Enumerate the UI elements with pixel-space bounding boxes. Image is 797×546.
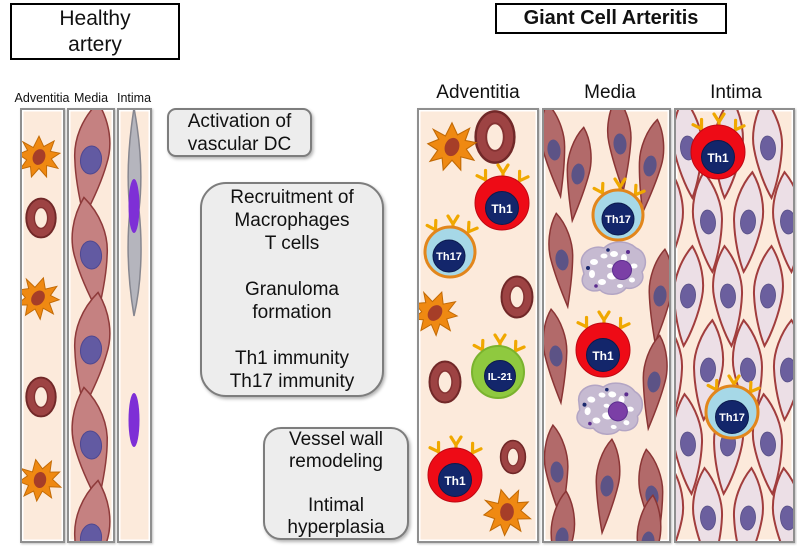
smooth-muscle-cell-icon: [604, 110, 636, 193]
th17-cell: Th17: [591, 177, 646, 242]
myofibroblast-icon: [728, 169, 768, 275]
dendritic-cell-icon: [427, 122, 477, 171]
dendritic-cell-icon: [22, 454, 63, 505]
healthy-layer-label-adventitia: Adventitia: [14, 91, 70, 105]
macrophage-icon: [573, 377, 646, 440]
smooth-muscle-cell-icon: [544, 307, 574, 405]
th17-cell: Th17: [423, 214, 479, 279]
healthy-layer-label-media: Media: [73, 91, 109, 105]
gca-adventitia-art: Th1 Th17 IL-21: [419, 110, 536, 540]
il21-cell: IL-21: [471, 333, 526, 399]
svg-text:Th1: Th1: [491, 202, 513, 216]
svg-text:IL-21: IL-21: [488, 371, 513, 383]
smooth-muscle-cell-icon: [69, 477, 113, 541]
panel-gca-adventitia: Th1 Th17 IL-21: [417, 108, 539, 543]
gca-title: Giant Cell Arteritis: [495, 3, 727, 34]
vasa-vasorum-icon: [474, 110, 516, 164]
smooth-muscle-cell-icon: [589, 437, 625, 535]
smooth-muscle-cell-icon: [642, 247, 669, 345]
myofibroblast-icon: [749, 244, 787, 348]
myofibroblast-icon: [676, 243, 708, 349]
gca-layer-label-intima: Intima: [710, 82, 762, 103]
th1-cell: Th1: [575, 310, 631, 378]
gca-title-text: Giant Cell Arteritis: [523, 7, 699, 29]
smooth-muscle-cell-icon: [69, 110, 113, 221]
panel-healthy-media: [67, 108, 115, 543]
process-box-remodeling: Vessel wall remodeling Intimal hyperplas…: [263, 427, 409, 540]
process-box-recruitment: Recruitment of Macrophages T cells Granu…: [200, 182, 384, 397]
healthy-intima-art: [127, 110, 142, 447]
process-box-activation: Activation of vascular DC: [167, 108, 312, 157]
endothelial-cell-icon: [128, 393, 140, 447]
endothelial-cell-icon: [127, 110, 142, 317]
panel-gca-intima: Th1 Th17: [674, 108, 795, 543]
gca-media-art: Th17 Th1: [544, 110, 669, 541]
vasa-vasorum-icon: [25, 197, 57, 239]
vasa-vasorum-icon: [500, 275, 534, 319]
smooth-muscle-cell-icon: [69, 384, 113, 506]
smooth-muscle-cell-icon: [636, 333, 669, 431]
gca-layer-label-adventitia: Adventitia: [436, 82, 520, 103]
th1-cell: Th1: [690, 112, 746, 180]
gca-layer-label-media: Media: [584, 82, 636, 103]
healthy-media-art: [69, 110, 113, 541]
vasa-vasorum-icon: [25, 376, 57, 418]
healthy-layer-label-intima: Intima: [116, 91, 152, 105]
svg-text:Th17: Th17: [719, 412, 745, 424]
panel-healthy-intima: [117, 108, 152, 543]
smooth-muscle-cell-icon: [69, 289, 113, 411]
smooth-muscle-cell-icon: [560, 125, 596, 223]
th1-cell: Th1: [474, 163, 530, 231]
dendritic-cell-icon: [22, 135, 61, 178]
myofibroblast-icon: [729, 466, 767, 541]
th1-cell: Th1: [427, 435, 483, 503]
healthy-artery-title: Healthy artery: [10, 3, 180, 60]
dendritic-cell-icon: [419, 284, 464, 341]
vasa-vasorum-icon: [428, 360, 462, 404]
dendritic-cell-icon: [22, 271, 63, 324]
smooth-muscle-cell-icon: [545, 489, 579, 541]
healthy-artery-title-text: Healthy artery: [59, 6, 131, 56]
svg-text:Th1: Th1: [707, 151, 729, 165]
gca-intima-art: Th1 Th17: [676, 110, 793, 541]
smooth-muscle-cell-icon: [544, 211, 580, 309]
process-box-activation-text: Activation of vascular DC: [187, 110, 292, 155]
svg-text:Th1: Th1: [592, 349, 614, 363]
panel-healthy-adventitia: [20, 108, 65, 543]
vasa-vasorum-icon: [499, 439, 527, 475]
dendritic-cell-icon: [478, 483, 536, 540]
svg-text:Th17: Th17: [436, 251, 462, 263]
process-box-remodeling-text: Vessel wall remodeling Intimal hyperplas…: [287, 428, 385, 538]
panel-gca-media: Th17 Th1: [542, 108, 671, 543]
th17-cell: Th17: [704, 374, 761, 440]
myofibroblast-icon: [769, 318, 793, 422]
macrophage-icon: [580, 241, 647, 296]
svg-text:Th17: Th17: [605, 214, 631, 226]
smooth-muscle-cell-icon: [69, 194, 113, 316]
process-box-recruitment-text: Recruitment of Macrophages T cells Granu…: [229, 187, 355, 392]
svg-text:Th1: Th1: [444, 474, 466, 488]
healthy-adventitia-art: [22, 135, 63, 505]
